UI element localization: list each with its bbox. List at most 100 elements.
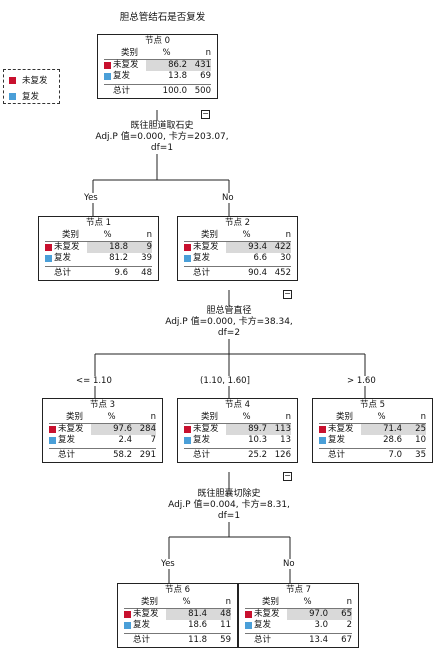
header-category: 类别 — [120, 48, 138, 58]
node-table: 类别 % n 未复发 81.4 48 复发 18.6 11 总计 11.8 59 — [124, 597, 231, 647]
node-table: 类别 % n 未复发 89.7 113 复发 10.3 13 总计 25.2 1… — [184, 412, 291, 462]
node-header-row: 类别 % n — [184, 230, 291, 242]
node-4[interactable]: 节点 4 类别 % n 未复发 89.7 113 复发 10.3 13 — [177, 398, 298, 463]
header-category: 类别 — [261, 597, 279, 607]
branch-label-node-4: (1.10, 1.60] — [199, 376, 251, 386]
node-6[interactable]: 节点 6 类别 % n 未复发 81.4 48 复发 18.6 11 — [117, 583, 238, 648]
node-0[interactable]: 节点 0 类别 % n 未复发 86.2 431 复发 13.8 69 — [97, 34, 218, 99]
no-recurrence-swatch-icon — [104, 62, 111, 69]
count-value: 65 — [328, 609, 352, 620]
node-row: 未复发 97.0 65 — [245, 609, 352, 620]
count-value: 11 — [220, 620, 231, 630]
node-2-collapse-icon[interactable]: − — [283, 289, 292, 299]
branch-label-node-5: > 1.60 — [346, 376, 377, 386]
total-count: 48 — [141, 268, 152, 278]
category-label: 复发 — [133, 620, 151, 630]
node-2[interactable]: 节点 2 类别 % n 未复发 93.4 422 复发 6.6 30 — [177, 216, 298, 281]
percent-value: 71.4 — [361, 424, 402, 435]
node-total-row: 总计 25.2 126 — [184, 448, 291, 462]
total-label: 总计 — [54, 268, 72, 278]
no-recurrence-swatch-icon — [49, 426, 56, 433]
total-percent: 25.2 — [248, 450, 267, 460]
node-table: 类别 % n 未复发 93.4 422 复发 6.6 30 总计 90.4 45… — [184, 230, 291, 280]
no-recurrence-swatch-icon — [45, 244, 52, 251]
node-5[interactable]: 节点 5 类别 % n 未复发 71.4 25 复发 28.6 10 — [312, 398, 433, 463]
node-row: 复发 81.2 39 — [45, 253, 152, 264]
split-statistics: Adj.P 值=0.004, 卡方=8.31, — [168, 500, 290, 510]
node-total-row: 总计 13.4 67 — [245, 633, 352, 647]
node-row: 复发 2.4 7 — [49, 435, 156, 446]
recurrence-swatch-icon — [245, 622, 252, 629]
percent-value: 97.6 — [91, 424, 132, 435]
node-total-row: 总计 7.0 35 — [319, 448, 426, 462]
legend-label: 复发 — [22, 92, 40, 102]
branch-label-node-2: No — [221, 193, 235, 203]
node-title: 节点 3 — [89, 400, 116, 410]
node-1[interactable]: 节点 1 类别 % n 未复发 18.8 9 复发 81.2 39 — [38, 216, 159, 281]
percent-value: 18.6 — [188, 620, 207, 630]
recurrence-swatch-icon — [184, 255, 191, 262]
category-label: 复发 — [58, 435, 76, 445]
split-variable: 胆总管直径 — [206, 306, 252, 316]
percent-value: 97.0 — [287, 609, 328, 620]
node-7[interactable]: 节点 7 类别 % n 未复发 97.0 65 复发 3.0 2 — [238, 583, 359, 648]
count-value: 39 — [141, 253, 152, 263]
split-variable: 既往胆道取石史 — [130, 121, 194, 131]
header-count: n — [285, 412, 291, 422]
category-label: 未复发 — [328, 424, 354, 434]
count-value: 7 — [150, 435, 156, 445]
legend-item-no-recurrence: 未复发 — [9, 74, 59, 86]
percent-value: 89.7 — [226, 424, 267, 435]
node-row: 复发 28.6 10 — [319, 435, 426, 446]
category-label: 复发 — [113, 71, 131, 81]
count-value: 10 — [415, 435, 426, 445]
node-table: 类别 % n 未复发 71.4 25 复发 28.6 10 总计 7.0 35 — [319, 412, 426, 462]
total-percent: 100.0 — [162, 86, 187, 96]
percent-value: 13.8 — [168, 71, 187, 81]
count-value: 9 — [128, 242, 152, 253]
node-row: 复发 18.6 11 — [124, 620, 231, 631]
node-header-row: 类别 % n — [49, 412, 156, 424]
total-count: 452 — [274, 268, 291, 278]
percent-value: 3.0 — [314, 620, 328, 630]
recurrence-swatch-icon — [184, 437, 191, 444]
header-percent: % — [107, 412, 116, 422]
node-table: 类别 % n 未复发 97.0 65 复发 3.0 2 总计 13.4 67 — [245, 597, 352, 647]
category-label: 复发 — [54, 253, 72, 263]
header-percent: % — [303, 597, 312, 607]
split-label-node-0: 既往胆道取石史 Adj.P 值=0.000, 卡方=203.07, df=1 — [82, 121, 242, 154]
recurrence-swatch-icon — [124, 622, 131, 629]
percent-value: 10.3 — [248, 435, 267, 445]
node-4-collapse-icon[interactable]: − — [283, 471, 292, 481]
count-value: 2 — [346, 620, 352, 630]
header-count: n — [146, 230, 152, 240]
total-percent: 13.4 — [309, 635, 328, 645]
node-title: 节点 5 — [359, 400, 386, 410]
node-0-collapse-icon[interactable]: − — [201, 109, 210, 119]
node-3[interactable]: 节点 3 类别 % n 未复发 97.6 284 复发 2.4 7 — [42, 398, 163, 463]
count-value: 48 — [207, 609, 231, 620]
split-label-node-4: 既往胆囊切除史 Adj.P 值=0.004, 卡方=8.31, df=1 — [149, 489, 309, 522]
node-header-row: 类别 % n — [45, 230, 152, 242]
node-header-row: 类别 % n — [104, 48, 211, 60]
node-title: 节点 6 — [164, 585, 191, 595]
header-category: 类别 — [140, 597, 158, 607]
node-header-row: 类别 % n — [184, 412, 291, 424]
recurrence-swatch-icon — [9, 92, 16, 100]
header-category: 类别 — [200, 230, 218, 240]
count-value: 431 — [187, 60, 211, 71]
no-recurrence-swatch-icon — [124, 611, 131, 618]
header-percent: % — [103, 230, 112, 240]
header-count: n — [285, 230, 291, 240]
category-label: 复发 — [193, 253, 211, 263]
node-row: 未复发 81.4 48 — [124, 609, 231, 620]
node-row: 未复发 97.6 284 — [49, 424, 156, 435]
category-label: 复发 — [193, 435, 211, 445]
total-percent: 58.2 — [113, 450, 132, 460]
count-value: 30 — [280, 253, 291, 263]
header-percent: % — [182, 597, 191, 607]
node-total-row: 总计 90.4 452 — [184, 266, 291, 280]
total-percent: 7.0 — [388, 450, 402, 460]
header-percent: % — [242, 412, 251, 422]
split-variable: 既往胆囊切除史 — [197, 489, 261, 499]
